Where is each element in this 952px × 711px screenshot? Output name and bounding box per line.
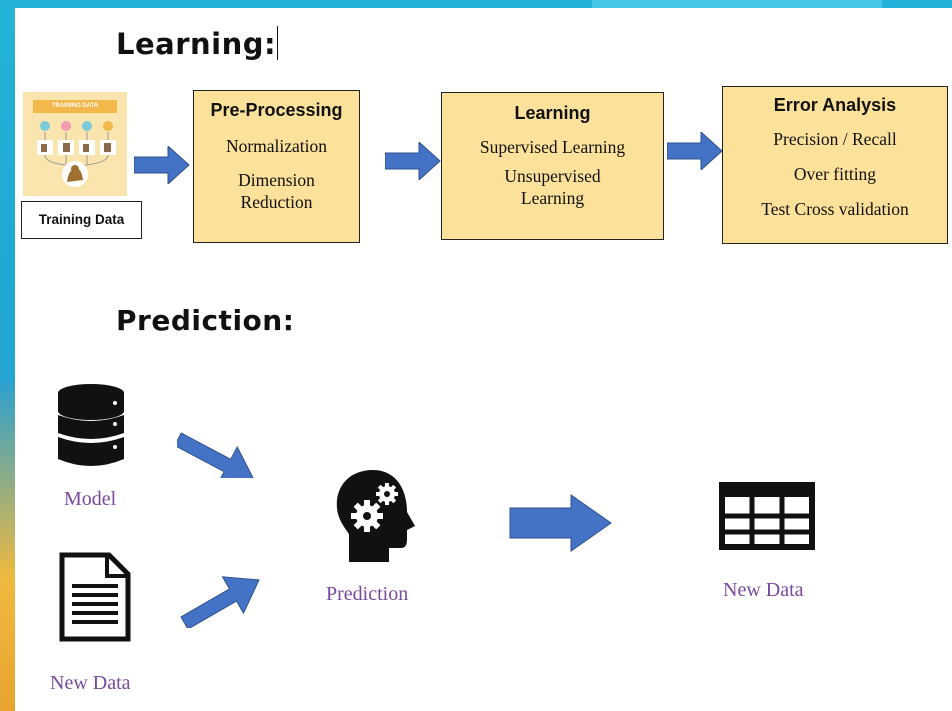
new-data-output-label: New Data bbox=[723, 579, 804, 601]
top-decoration bbox=[592, 0, 882, 8]
error-analysis-item: Test Cross validation bbox=[761, 199, 909, 219]
error-analysis-item: Over fitting bbox=[793, 164, 877, 184]
arrow-down-right bbox=[177, 432, 255, 478]
learning-heading: Learning: bbox=[116, 26, 279, 61]
learning-box-title: Learning bbox=[514, 103, 591, 123]
arrow-right bbox=[667, 132, 723, 170]
learning-box: Learning Supervised Learning Unsupervise… bbox=[441, 92, 664, 240]
prediction-label: Prediction bbox=[326, 583, 409, 605]
training-image-caption: TRAINING DATA bbox=[33, 100, 117, 113]
preprocessing-title: Pre-Processing bbox=[210, 100, 343, 120]
preprocessing-box: Pre-Processing Normalization Dimension R… bbox=[193, 90, 360, 243]
learning-item: Supervised Learning bbox=[479, 137, 626, 157]
arrow-right-large bbox=[509, 494, 612, 552]
text-cursor bbox=[277, 26, 279, 60]
new-data-input-label: New Data bbox=[50, 672, 131, 694]
model-label: Model bbox=[64, 488, 117, 510]
head-gears-icon bbox=[336, 470, 415, 562]
error-analysis-box: Error Analysis Precision / Recall Over f… bbox=[722, 86, 948, 244]
error-analysis-title: Error Analysis bbox=[773, 95, 897, 115]
arrow-right bbox=[134, 146, 190, 184]
training-data-image: TRAINING DATA bbox=[23, 92, 127, 196]
side-decoration bbox=[0, 380, 15, 711]
slide: Learning: TRAINING DATA T bbox=[15, 8, 952, 711]
table-grid-icon bbox=[719, 482, 815, 550]
prediction-heading: Prediction: bbox=[116, 304, 295, 337]
training-data-label: Training Data bbox=[21, 201, 142, 239]
preprocessing-item: Normalization bbox=[225, 136, 328, 156]
preprocessing-item: Dimension Reduction bbox=[238, 170, 315, 212]
error-analysis-item: Precision / Recall bbox=[773, 129, 897, 149]
document-icon bbox=[59, 552, 131, 642]
arrow-up-right bbox=[180, 576, 260, 628]
training-image-graphic bbox=[37, 121, 116, 187]
arrow-right bbox=[385, 142, 441, 180]
database-icon bbox=[58, 384, 124, 466]
learning-item: Unsupervised Learning bbox=[504, 166, 601, 208]
